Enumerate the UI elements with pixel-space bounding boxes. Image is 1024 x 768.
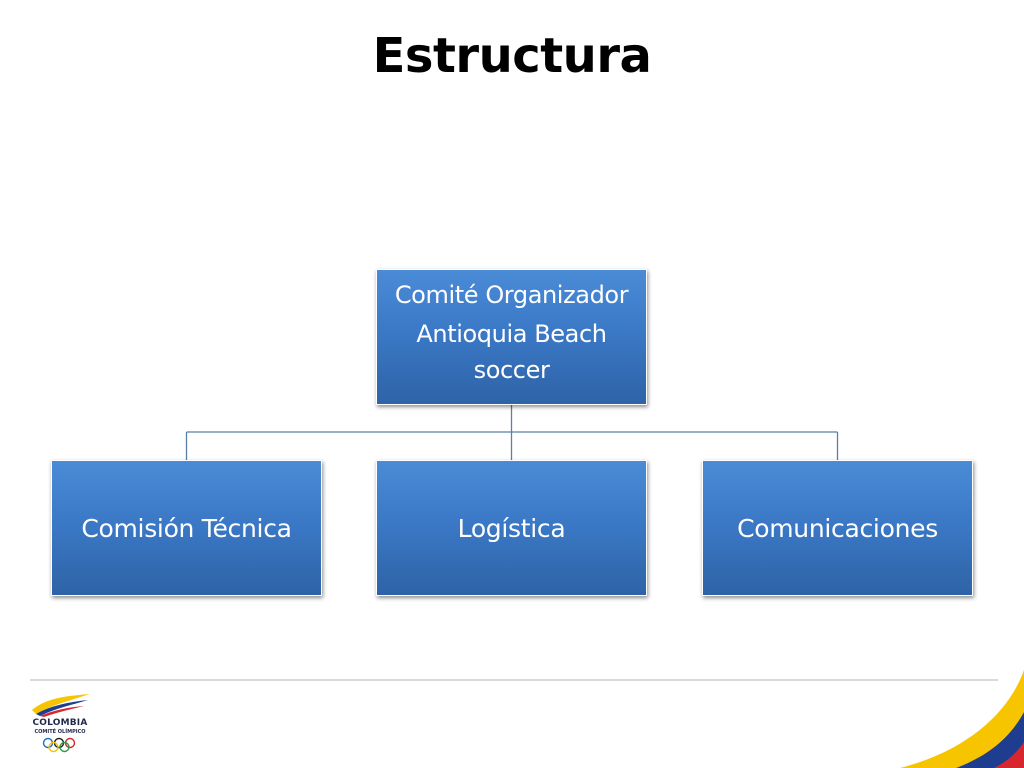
- flag-swoosh-icon: [32, 694, 90, 717]
- footer-divider: [30, 679, 998, 681]
- org-box-label: Comisión Técnica: [81, 513, 292, 543]
- logo-name: COLOMBIA: [32, 718, 88, 728]
- org-root-line2: Antioquia Beach soccer: [416, 320, 607, 384]
- logo-subtitle: COMITÉ OLÍMPICO: [34, 729, 86, 735]
- org-box-logistica: Logística: [376, 460, 647, 596]
- org-box-label: Comunicaciones: [737, 513, 938, 543]
- org-box-comunicaciones: Comunicaciones: [702, 460, 973, 596]
- slide-title: Estructura: [372, 28, 652, 84]
- olympic-rings-icon: [42, 737, 76, 753]
- org-box-label: Logística: [457, 513, 566, 543]
- corner-flag-swoosh: [900, 670, 1024, 768]
- org-box-comision-tecnica: Comisión Técnica: [51, 460, 322, 596]
- org-box-root: Comité Organizador Antioquia Beach socce…: [376, 269, 647, 405]
- org-root-line1: Comité Organizador: [394, 281, 629, 309]
- colombia-olympic-logo: COLOMBIA COMITÉ OLÍMPICO: [28, 690, 96, 760]
